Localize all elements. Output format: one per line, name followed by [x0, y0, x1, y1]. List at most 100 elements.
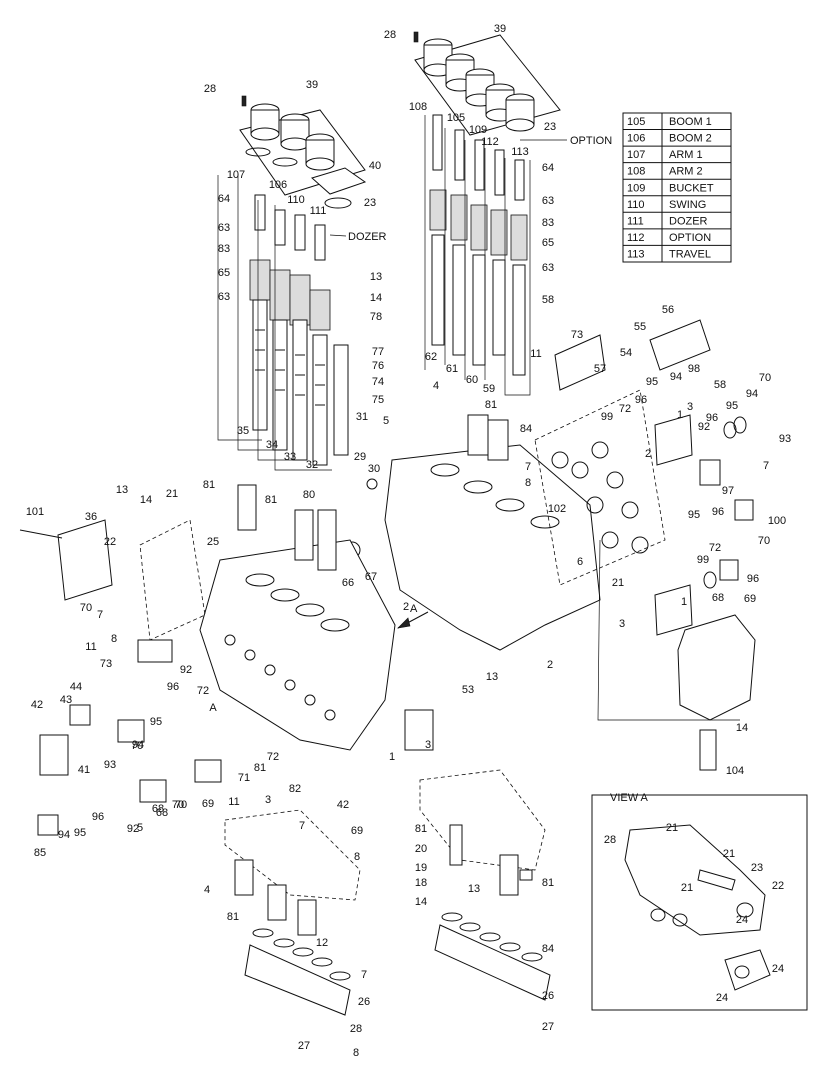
legend-name: TRAVEL — [669, 248, 711, 260]
legend-code: 113 — [627, 248, 645, 260]
part-callout: 64 — [218, 193, 230, 205]
part-callout: 83 — [218, 243, 230, 255]
part-callout: 59 — [483, 383, 495, 395]
part-callout: 7 — [763, 460, 769, 472]
part-callout: 102 — [548, 503, 566, 515]
part-callout: 62 — [425, 351, 437, 363]
part-callout: 20 — [415, 843, 427, 855]
arrow-a-label: A — [410, 603, 418, 615]
part-callout: 7 — [361, 969, 367, 981]
part-callout: 11 — [85, 641, 96, 653]
part-callout: 63 — [218, 222, 230, 234]
part-callout: 1 — [681, 596, 687, 608]
part-callout: 96 — [747, 573, 759, 585]
lower-left-assembly — [224, 809, 361, 1016]
part-callout: 31 — [356, 411, 368, 423]
part-callout: 70 — [80, 602, 92, 614]
part-callout: 92 — [698, 421, 710, 433]
view-a-title: VIEW A — [610, 792, 649, 804]
part-callout: 6 — [577, 556, 583, 568]
lower-valve-body — [199, 484, 396, 751]
part-callout: 42 — [337, 799, 349, 811]
part-callout: 85 — [34, 847, 46, 859]
right-gasket-assembly — [534, 319, 756, 771]
part-callout: 81 — [203, 479, 215, 491]
part-callout: 63 — [218, 291, 230, 303]
part-callout: 69 — [202, 798, 214, 810]
lower-right-assembly — [419, 769, 551, 1001]
part-callout: 12 — [316, 937, 328, 949]
part-callout: 73 — [100, 658, 112, 670]
part-callout: 64 — [542, 162, 554, 174]
part-callout: 111 — [310, 205, 327, 217]
part-callout: 5 — [383, 415, 389, 427]
part-callout: 83 — [542, 217, 554, 229]
part-callout: 21 — [612, 577, 624, 589]
part-callout: 3 — [687, 401, 693, 413]
part-callout: 22 — [772, 880, 784, 892]
part-callout: 63 — [542, 195, 554, 207]
upper-right-cap-assembly — [413, 31, 561, 136]
part-callout: 24 — [716, 992, 728, 1004]
part-callout: 39 — [306, 79, 318, 91]
part-callout: 7 — [299, 820, 305, 832]
part-callout: 101 — [26, 506, 44, 518]
part-callout: 68 — [156, 807, 168, 819]
part-callout: 80 — [303, 489, 315, 501]
part-callout: 27 — [298, 1040, 310, 1052]
part-callout: 70 — [172, 799, 184, 811]
legend-code: 111 — [627, 215, 644, 227]
part-callout: 96 — [635, 394, 647, 406]
part-callout: 13 — [370, 271, 382, 283]
view-a-arrow — [397, 611, 429, 629]
part-callout: 7 — [525, 461, 531, 473]
part-callout: 13 — [468, 883, 480, 895]
legend-code: 107 — [627, 149, 645, 161]
part-callout: 112 — [481, 136, 499, 148]
part-callout: 92 — [180, 664, 192, 676]
part-callout: 95 — [74, 827, 86, 839]
part-callout: 106 — [269, 179, 287, 191]
part-callout: 94 — [132, 739, 144, 751]
part-callout: 110 — [287, 194, 305, 206]
part-callout: 70 — [131, 740, 143, 752]
part-callout: 58 — [714, 379, 726, 391]
part-callout: 28 — [384, 29, 396, 41]
part-callout: 36 — [85, 511, 97, 523]
legend-code: 106 — [627, 133, 645, 145]
legend-code: 108 — [627, 166, 645, 178]
part-callout: 72 — [267, 751, 279, 763]
part-callout: 13 — [486, 671, 498, 683]
part-callout: 97 — [722, 485, 734, 497]
left-side-parts — [19, 519, 434, 836]
part-callout: 28 — [604, 834, 616, 846]
part-callout: 4 — [204, 884, 210, 896]
part-callout: 78 — [370, 311, 382, 323]
legend-name: DOZER — [669, 215, 708, 227]
part-callout: 105 — [447, 112, 465, 124]
upper-left-cap-assembly — [239, 95, 367, 209]
part-callout: 3 — [425, 739, 431, 751]
left-spool-stack — [217, 175, 349, 471]
part-callout: 28 — [204, 83, 216, 95]
part-callout: 81 — [415, 823, 427, 835]
part-callout: 67 — [365, 571, 377, 583]
part-callout: 1 — [389, 751, 395, 763]
part-callout: 69 — [744, 593, 756, 605]
part-callout: 21 — [666, 822, 678, 834]
part-callout: 81 — [542, 877, 554, 889]
part-callout: 23 — [364, 197, 376, 209]
legend-name: BUCKET — [669, 182, 714, 194]
part-callout: 4 — [433, 380, 439, 392]
part-callout: 43 — [60, 694, 72, 706]
part-callout: 70 — [758, 535, 770, 547]
part-callout: 14 — [415, 896, 427, 908]
part-callout: 72 — [197, 685, 209, 697]
part-callout: 96 — [712, 506, 724, 518]
part-callout: 8 — [353, 1047, 359, 1059]
part-callout: 44 — [70, 681, 82, 693]
part-callout: 14 — [370, 292, 382, 304]
part-callout: 94 — [746, 388, 758, 400]
part-callout: 68 — [712, 592, 724, 604]
